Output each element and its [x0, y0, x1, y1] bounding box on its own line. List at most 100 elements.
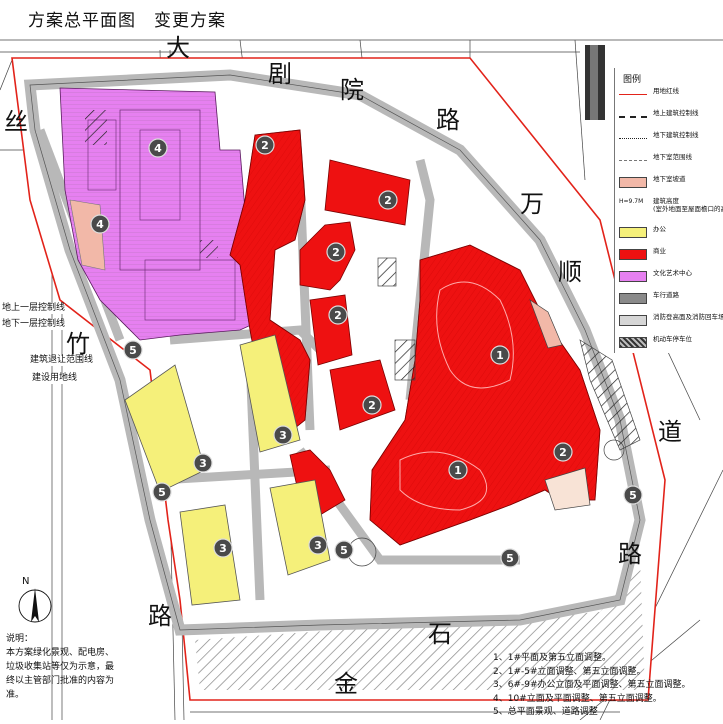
legend-item: 商业 — [619, 247, 723, 262]
legend-line-swatch — [619, 160, 647, 161]
building-number-badge: 3 — [273, 425, 293, 445]
legend-color-swatch — [619, 315, 647, 326]
note-text: 本方案绿化景观、配电房、垃圾收集站等仅为示意，最终以主管部门批准的内容为准。 — [6, 648, 115, 700]
building-number-badge: 2 — [378, 190, 398, 210]
road-label-top-2: 剧 — [268, 60, 292, 88]
building-number: 2 — [559, 446, 567, 459]
legend-item-label: 地下室范围线 — [653, 153, 692, 161]
change-list: 1、1#平面及第五立面调整。 2、1#-5#立面调整、第五立面调整。 3、6#-… — [493, 652, 691, 720]
building-number: 5 — [158, 486, 166, 499]
legend-item-label: 车行道路 — [653, 291, 679, 299]
legend-color-swatch — [619, 177, 647, 188]
building-number: 3 — [219, 542, 227, 555]
building-number: 5 — [506, 552, 514, 565]
legend-item-label: 商业 — [653, 247, 666, 255]
label-underground-boundary: 地下一层控制线 — [2, 319, 66, 330]
culture-center — [59, 87, 263, 341]
building-number: 1 — [496, 349, 504, 362]
road-label-bottom-2: 金 — [334, 670, 358, 698]
legend-item-label: 地下建筑控制线 — [653, 131, 699, 139]
legend-item-label: 地下室坡道 — [653, 175, 686, 183]
legend-item: 用地红线 — [619, 87, 723, 102]
legend-item: 消防登高面及消防回车场 — [619, 313, 723, 328]
legend-title: 图例 — [623, 75, 642, 85]
building-number: 4 — [154, 142, 162, 155]
legend-item: 车行道路 — [619, 291, 723, 306]
building-badges: 1 1 2 2 2 2 2 2 3 3 3 3 4 4 5 5 5 5 5 — [90, 135, 643, 568]
legend-item: 文化艺术中心 — [619, 269, 723, 284]
building-number: 1 — [454, 464, 462, 477]
legend-color-swatch — [619, 293, 647, 304]
building-number-badge: 5 — [334, 540, 354, 560]
road-label-right-2: 顺 — [558, 258, 582, 286]
legend-item: 地下室坡道 — [619, 175, 723, 190]
legend-line-swatch — [619, 94, 647, 95]
building-number: 3 — [314, 539, 322, 552]
building-number: 5 — [340, 544, 348, 557]
change-item: 5、总平面景观、道路调整 — [493, 707, 598, 717]
building-number: 2 — [261, 139, 269, 152]
legend-item: 机动车停车位 — [619, 335, 723, 350]
road-label-top-3: 院 — [340, 76, 364, 104]
legend-color-swatch — [619, 271, 647, 282]
building-number-badge: 5 — [500, 548, 520, 568]
legend-line-swatch — [619, 138, 647, 139]
legend-item: 地下室范围线 — [619, 153, 723, 168]
building-number-badge: 4 — [90, 214, 110, 234]
road-label-left-2: 竹 — [66, 330, 90, 358]
label-red-line: 建设用地线 — [32, 373, 78, 384]
road-label-top-4: 路 — [436, 106, 460, 134]
north-arrow-icon — [18, 588, 52, 623]
office-buildings — [124, 334, 331, 606]
legend-item: 办公 — [619, 225, 723, 240]
legend-item-label: 办公 — [653, 225, 666, 233]
building-number: 2 — [368, 399, 376, 412]
legend-height-sample: H=9.7M — [619, 198, 644, 205]
legend-item-label: 用地红线 — [653, 87, 679, 95]
road-label-bottom-1: 石 — [428, 620, 452, 648]
building-number: 5 — [629, 489, 637, 502]
building-number: 2 — [384, 194, 392, 207]
change-item: 2、1#-5#立面调整、第五立面调整。 — [493, 666, 646, 677]
legend-line-swatch — [619, 116, 647, 118]
building-number-badge: 2 — [326, 242, 346, 262]
road-label-right-1: 万 — [520, 190, 544, 218]
road-label-top-1: 大 — [166, 34, 190, 62]
label-setback-line: 建筑退让范围线 — [30, 355, 94, 366]
building-number-badge: 2 — [362, 395, 382, 415]
plaza-details — [347, 257, 641, 567]
building-number-badge: 5 — [152, 482, 172, 502]
note-block: 说明： 本方案绿化景观、配电房、垃圾收集站等仅为示意，最终以主管部门批准的内容为… — [6, 632, 116, 702]
building-number-badge: 1 — [490, 345, 510, 365]
building-number: 3 — [199, 457, 207, 470]
building-number: 4 — [96, 218, 104, 231]
building-number-badge: 2 — [255, 135, 275, 155]
legend-color-swatch — [619, 249, 647, 260]
building-number-badge: 4 — [148, 138, 168, 158]
road-label-right-4: 路 — [618, 540, 642, 568]
legend-item-label: 机动车停车位 — [653, 335, 692, 343]
building-number-badge: 3 — [193, 453, 213, 473]
legend-item: 地上建筑控制线 — [619, 109, 723, 124]
legend-color-swatch — [619, 227, 647, 238]
building-number-badge: 3 — [213, 538, 233, 558]
road-label-left-1: 丝 — [4, 108, 28, 136]
building-number: 2 — [332, 246, 340, 259]
change-item: 3、6#-9#办公立面及平面调整、第五立面调整。 — [493, 680, 691, 690]
road-label-right-3: 道 — [658, 418, 682, 446]
building-number-badge: 2 — [328, 305, 348, 325]
building-number-badge: 5 — [123, 340, 143, 360]
legend-color-swatch — [619, 337, 647, 348]
ring-road-edge — [29, 74, 641, 631]
road-label-left-3: 路 — [148, 602, 172, 630]
legend-item-label: 文化艺术中心 — [653, 269, 692, 277]
label-ground-boundary: 地上一层控制线 — [2, 303, 66, 314]
legend-item-label: 地上建筑控制线 — [653, 109, 699, 117]
rail-strip — [585, 45, 605, 120]
building-number-badge: 1 — [448, 460, 468, 480]
page-title: 方案总平面图 变更方案 — [28, 11, 226, 31]
